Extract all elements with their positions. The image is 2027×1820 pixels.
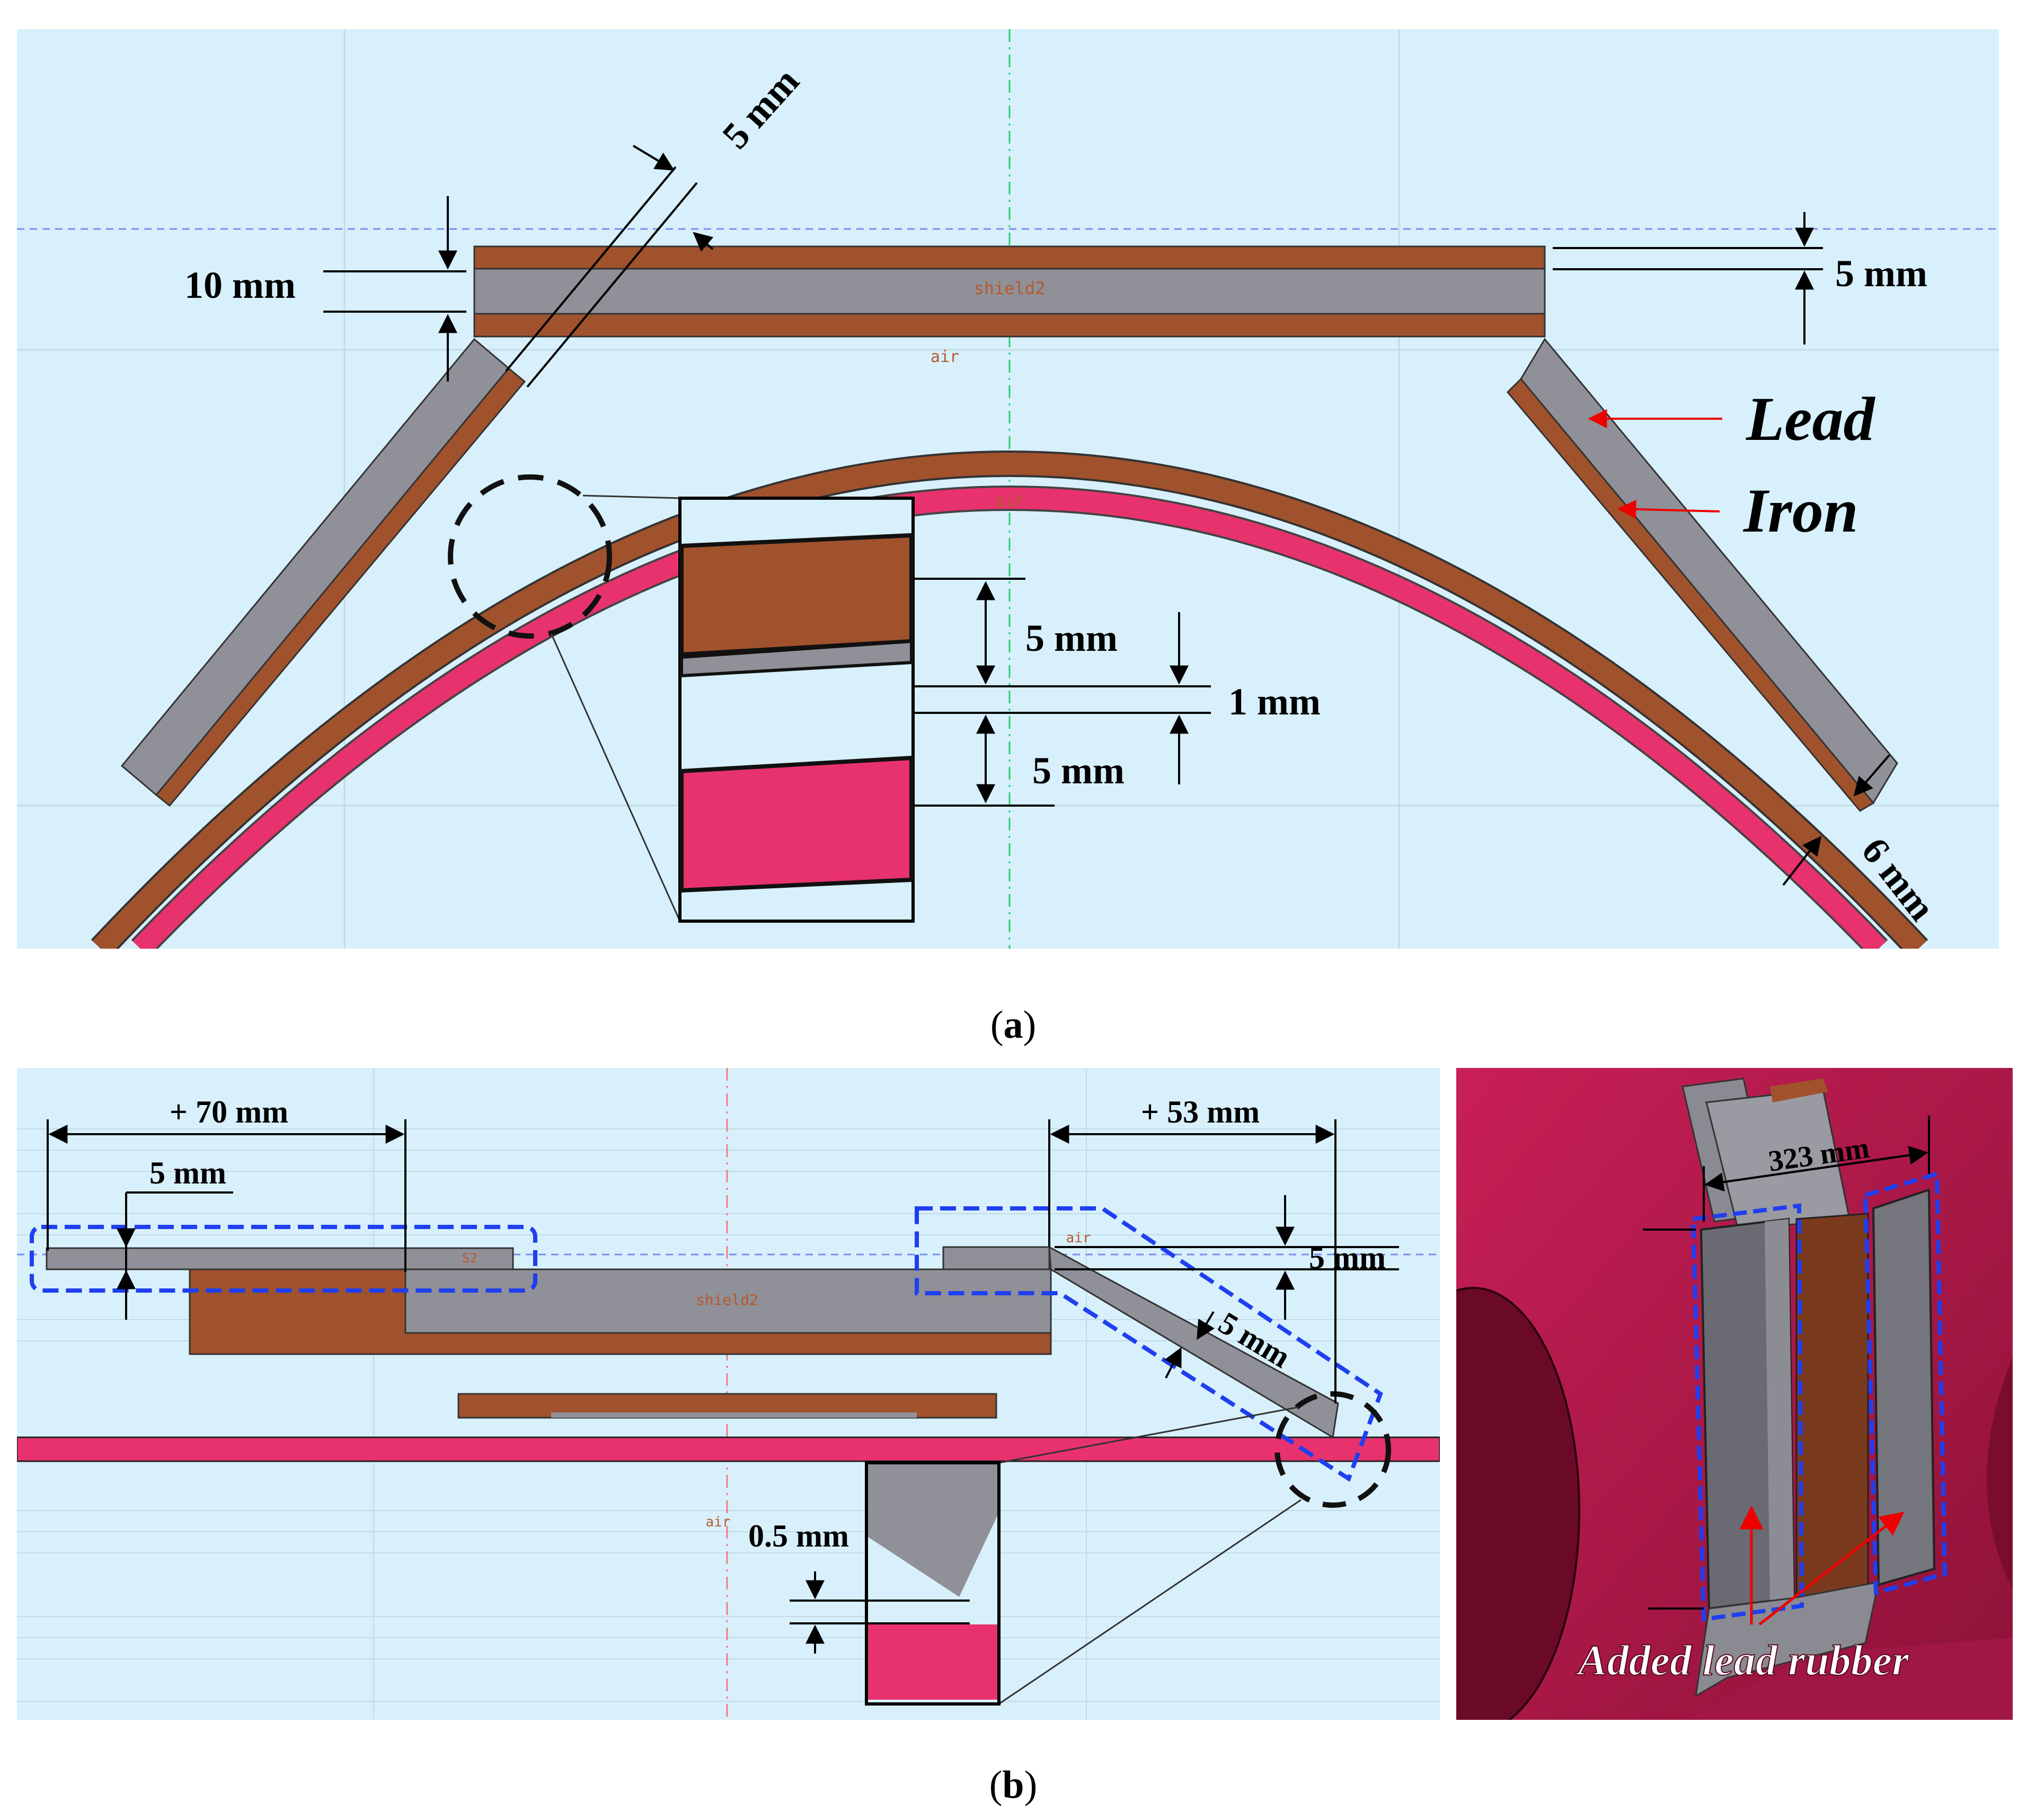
zoom-connector-top	[582, 494, 680, 499]
dimension-lines-a	[323, 145, 1890, 886]
dim-plus53: + 53 mm	[1141, 1094, 1260, 1129]
dim-5mm-left-b: 5 mm	[149, 1155, 226, 1190]
dimension-lines-b	[47, 1119, 1399, 1654]
dim-half-mm: 0.5 mm	[748, 1518, 849, 1553]
left-diagonal-plate	[120, 338, 526, 807]
zoom-circle	[448, 474, 612, 639]
left-added-plate	[46, 1247, 514, 1270]
material-pointer-arrows	[1588, 409, 1722, 519]
added-lead-rubber-label: Added lead rubber	[1575, 1636, 1909, 1684]
caption-b: (b)	[989, 1763, 1037, 1807]
dim-5mm-right-b: 5 mm	[1309, 1240, 1386, 1275]
iron-arc	[92, 453, 1927, 949]
s2-label: S2	[462, 1251, 477, 1266]
right-added-plate-slope	[1048, 1245, 1339, 1439]
air-label-top: air	[931, 348, 959, 366]
grid-b	[17, 1068, 1440, 1720]
zoom-connector-b-bottom	[998, 1499, 1302, 1705]
zoom-inset	[678, 497, 915, 923]
3d-dimension	[1643, 1116, 1930, 1610]
3d-right-added-plate	[1872, 1188, 1936, 1586]
3d-pointer-arrows	[1739, 1505, 1905, 1625]
air-label-b-top: air	[1066, 1230, 1091, 1246]
dim-1mm: 1 mm	[1228, 681, 1321, 723]
dim-5mm-right: 5 mm	[1835, 252, 1927, 295]
caption-a: (a)	[990, 1003, 1036, 1047]
lead-slab	[404, 1268, 1052, 1334]
pink-beam	[17, 1436, 1440, 1462]
lower-lead-strip	[551, 1412, 917, 1418]
zoom-inset-b	[865, 1461, 1001, 1706]
dim-5mm-inset-lower: 5 mm	[1032, 749, 1125, 792]
3d-cylinder-opening	[1456, 1287, 1580, 1720]
iron-label: Iron	[1742, 476, 1858, 545]
right-added-plate-flat	[942, 1246, 1050, 1270]
shield-label-b: shield2	[696, 1291, 758, 1309]
zoom-connector-b-top	[998, 1406, 1299, 1464]
panel-a: shield2 air air	[17, 29, 1999, 949]
dim-10mm: 10 mm	[184, 264, 296, 306]
panel-b-right-3d-view: 323 mm Added lead rubber	[1456, 1068, 2013, 1720]
3d-right-highlight	[1863, 1171, 1948, 1596]
right-diagonal-plate	[1506, 338, 1898, 812]
3d-floor	[1685, 1638, 2013, 1720]
3d-left-plate-edge	[1765, 1219, 1794, 1601]
panel-b-left: shield2 S2 air air	[17, 1068, 1440, 1720]
right-highlight-box	[915, 1206, 1383, 1482]
zoom-connector-bottom	[550, 633, 681, 922]
3d-top-iron	[1770, 1079, 1828, 1102]
top-shield	[473, 245, 1546, 338]
3d-shadow-right	[1987, 1357, 2013, 1590]
zoom-circle-b	[1274, 1391, 1391, 1508]
lead-label: Lead	[1746, 384, 1875, 454]
left-highlight-box	[30, 1225, 537, 1293]
shield-label: shield2	[974, 278, 1046, 298]
dim-plus70: + 70 mm	[170, 1094, 288, 1129]
dim-5mm-inset-upper: 5 mm	[1025, 617, 1118, 659]
3d-left-highlight	[1690, 1203, 1804, 1622]
pink-ring	[132, 488, 1887, 949]
air-label-mid: air	[995, 492, 1024, 510]
air-label-b-low: air	[706, 1514, 731, 1530]
